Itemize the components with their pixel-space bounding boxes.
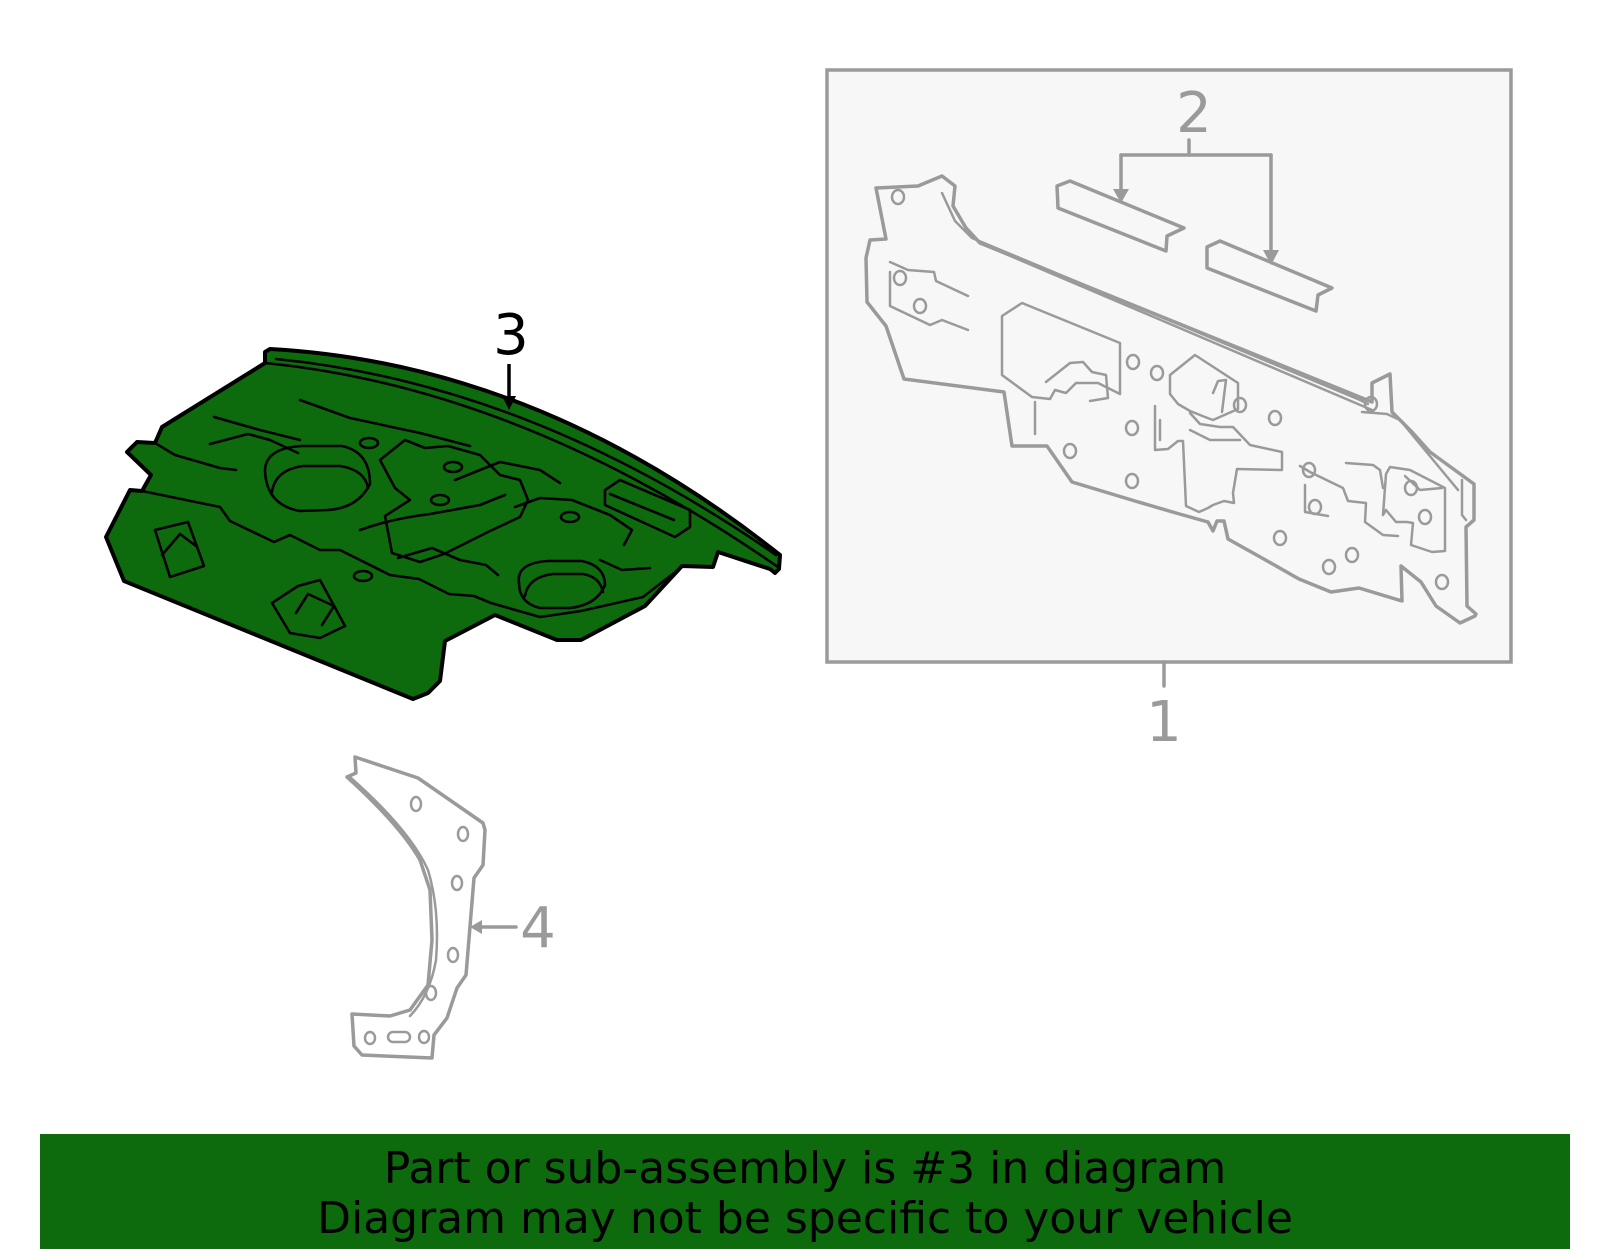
callout-3-label: 3 [493,303,529,368]
callout-1-label: 1 [1146,690,1182,755]
part-4-pillar-bracket[interactable] [345,755,487,1060]
part-3-rear-shelf[interactable] [104,347,782,701]
callout-4-label: 4 [520,896,556,961]
banner-line-disclaimer: Diagram may not be specific to your vehi… [317,1193,1293,1244]
part-2-brackets[interactable] [1055,179,1334,313]
info-banner: Part or sub-assembly is #3 in diagram Di… [40,1134,1570,1249]
part-1-inset [825,68,1513,664]
callout-2-leader [1113,138,1279,265]
callout-3-leader [502,364,516,410]
banner-line-part: Part or sub-assembly is #3 in diagram [383,1143,1227,1194]
part-1-rear-panel[interactable] [864,174,1478,625]
callout-4-leader [470,920,518,934]
callout-2-label: 2 [1176,81,1212,146]
